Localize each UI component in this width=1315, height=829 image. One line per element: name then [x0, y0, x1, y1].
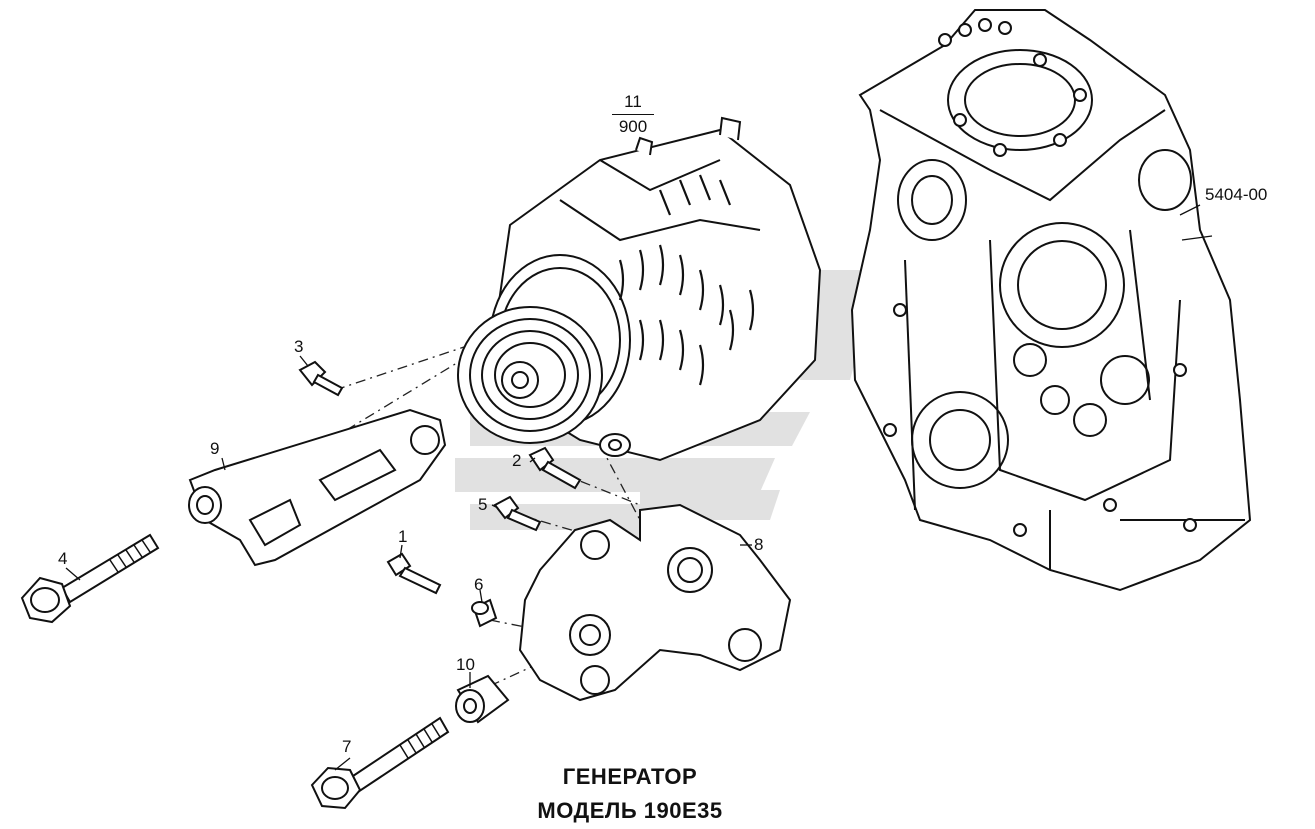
- callout-1: 1: [398, 527, 408, 546]
- assembly-number-label: 11 900: [612, 92, 654, 137]
- callout-4: 4: [58, 549, 68, 568]
- engine-block: [850, 9, 1252, 592]
- bracket-part-8: [518, 503, 792, 702]
- callout-5: 5: [478, 495, 488, 514]
- callout-8: 8: [754, 535, 764, 554]
- assembly-number-bottom: 900: [618, 117, 648, 136]
- alternator: [457, 116, 822, 462]
- reference-code-label: 5404-00: [1205, 185, 1268, 204]
- callout-6: 6: [474, 575, 484, 594]
- callout-3: 3: [294, 337, 304, 356]
- callout-9: 9: [210, 439, 220, 458]
- caption-model: МОДЕЛЬ 190E35: [537, 798, 723, 823]
- callout-7: 7: [342, 737, 352, 756]
- bolt-part-7: [310, 716, 450, 810]
- bracket-part-9: [188, 408, 447, 567]
- assembly-number-top: 11: [612, 92, 654, 115]
- caption-title: ГЕНЕРАТОР: [562, 764, 698, 789]
- callout-10: 10: [456, 655, 475, 674]
- small-bolts: [298, 360, 582, 595]
- diagram-caption: ГЕНЕРАТОР МОДЕЛЬ 190E35: [500, 760, 760, 828]
- leader-lines: [65, 204, 1213, 771]
- bolt-part-4: [20, 533, 160, 624]
- callout-2: 2: [512, 451, 522, 470]
